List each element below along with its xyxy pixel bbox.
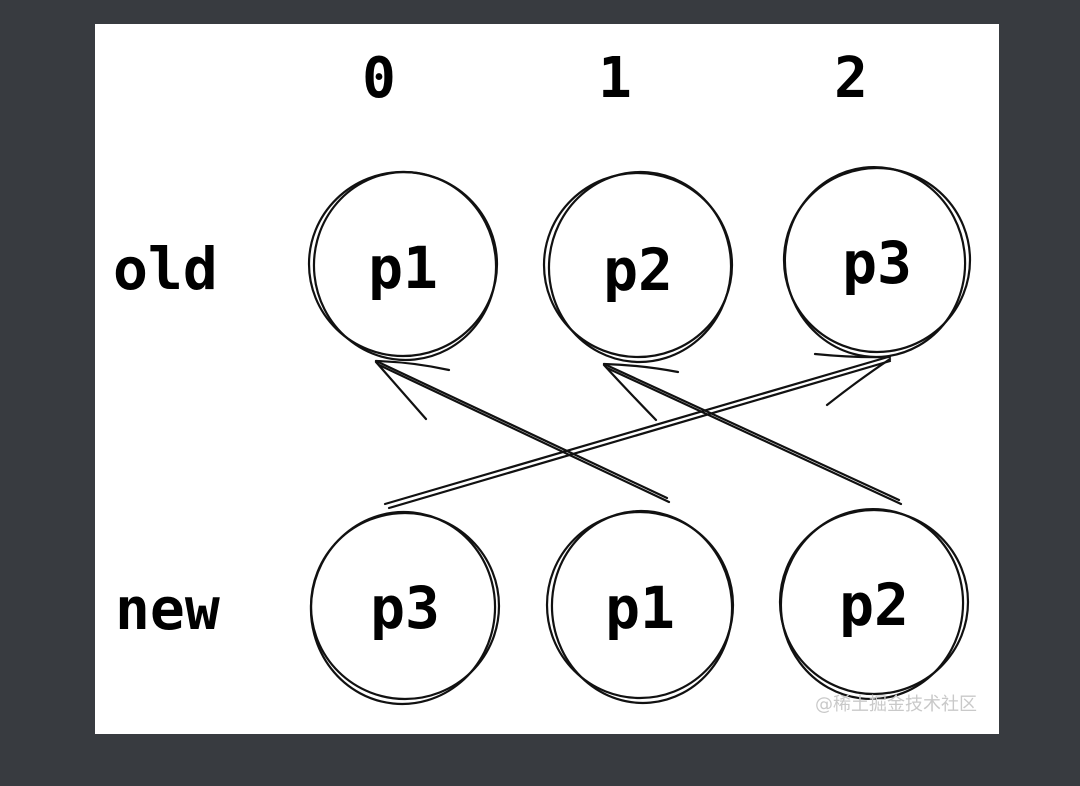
- watermark-text: @稀土掘金技术社区: [815, 694, 977, 715]
- node-circle-sketch: [547, 170, 733, 364]
- new-node-p2: [778, 507, 970, 701]
- node-circle-sketch: [779, 507, 965, 701]
- arrow-new-p2-to-old-p2: [602, 362, 903, 506]
- old-node-p2: [542, 170, 734, 364]
- old-node-p1: [307, 170, 499, 362]
- column-index-1: 1: [598, 46, 632, 111]
- new-node-p1-label: p1: [605, 574, 675, 642]
- node-circle-sketch: [312, 170, 498, 362]
- column-index-0: 0: [362, 46, 396, 111]
- old-node-p2-label: p2: [603, 236, 673, 304]
- new-node-p3: [309, 510, 501, 706]
- row-label-new: new: [115, 575, 220, 643]
- arrow-new-p1-to-old-p1: [374, 359, 671, 504]
- old-node-p1-label: p1: [368, 234, 438, 302]
- column-index-2: 2: [834, 46, 868, 111]
- new-node-p1: [545, 509, 735, 705]
- node-circle-sketch: [550, 509, 734, 705]
- column-indices: 0 1 2: [362, 46, 868, 111]
- row-label-old: old: [113, 235, 218, 303]
- old-node-p3-label: p3: [842, 229, 912, 297]
- arrow-new-p3-to-old-p3: [383, 352, 892, 510]
- node-circle-sketch: [309, 510, 497, 706]
- new-node-p3-label: p3: [370, 574, 440, 642]
- node-mapping-diagram: 0 1 2 old new p1 p2 p3 p3: [113, 46, 977, 715]
- new-node-p2-label: p2: [839, 571, 909, 639]
- diagram-canvas: 0 1 2 old new p1 p2 p3 p3: [95, 24, 999, 734]
